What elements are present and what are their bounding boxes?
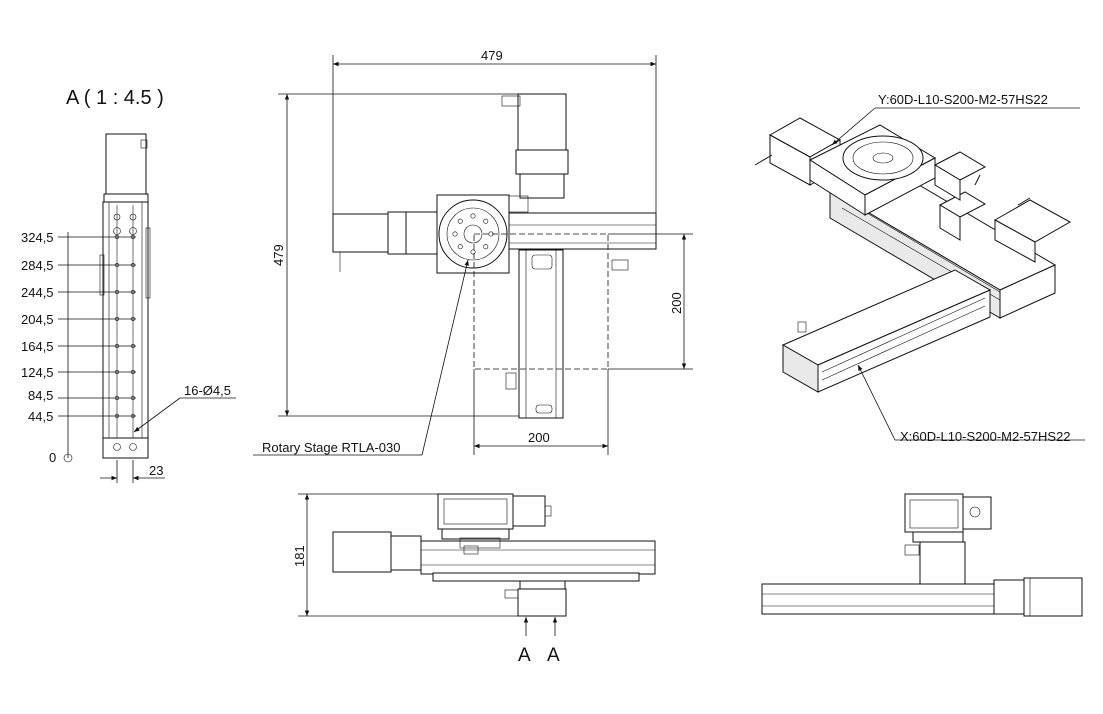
mount-hole xyxy=(114,395,120,401)
mount-hole xyxy=(114,369,120,375)
hole-pos-124: 124,5 xyxy=(21,365,54,380)
hole-pos-284: 284,5 xyxy=(21,258,54,273)
x-stroke-dim: 200 xyxy=(528,430,550,445)
rotary-hole xyxy=(483,244,489,250)
mount-hole xyxy=(130,234,136,240)
rotary-hole xyxy=(457,218,463,224)
mount-hole xyxy=(130,343,136,349)
mount-hole xyxy=(114,262,120,268)
hole-pos-204: 204,5 xyxy=(21,312,54,327)
hole-pos-324: 324,5 xyxy=(21,230,54,245)
y-axis-label: Y:60D-L10-S200-M2-57HS22 xyxy=(878,92,1048,107)
rotary-hole xyxy=(452,231,458,237)
hole-pos-84: 84,5 xyxy=(28,388,53,403)
hole-pos-164: 164,5 xyxy=(21,339,54,354)
y-stroke-dim: 200 xyxy=(669,292,684,314)
mount-hole xyxy=(114,316,120,322)
rotary-hole xyxy=(470,213,476,219)
mount-hole xyxy=(130,369,136,375)
mount-hole xyxy=(130,289,136,295)
overall-height-dim: 479 xyxy=(271,244,286,266)
hole-pos-0: 0 xyxy=(49,450,56,465)
mount-hole xyxy=(130,316,136,322)
mount-hole xyxy=(114,413,120,419)
detail-view-a: A ( 1 : 4.5 ) 324,5 284,5 244,5 204,5 16… xyxy=(21,87,236,483)
side-view xyxy=(761,493,1083,617)
section-mark-a2: A xyxy=(547,645,560,666)
mount-hole xyxy=(114,234,120,240)
overall-width-dim: 479 xyxy=(481,48,503,63)
width-dim-23: 23 xyxy=(149,463,163,478)
height-dim-181: 181 xyxy=(292,545,307,567)
mount-hole xyxy=(130,413,136,419)
front-view: 181 A A xyxy=(292,493,656,666)
rotary-stage-label: Rotary Stage RTLA-030 xyxy=(262,440,401,455)
top-view: 479 479 xyxy=(253,48,693,456)
rotary-hole xyxy=(483,218,489,224)
mount-hole xyxy=(130,395,136,401)
hole-callout: 16-Ø4,5 xyxy=(184,383,231,398)
rotary-hole xyxy=(470,249,476,255)
hole-pos-44: 44,5 xyxy=(28,409,53,424)
iso-view: Y:60D-L10-S200-M2-57HS22 X:60D-L10-S200-… xyxy=(754,92,1085,444)
mount-hole xyxy=(114,343,120,349)
hole-pos-244: 244,5 xyxy=(21,285,54,300)
section-mark-a1: A xyxy=(518,645,531,666)
mount-hole xyxy=(130,262,136,268)
rotary-hole xyxy=(457,244,463,250)
mount-hole xyxy=(114,289,120,295)
x-axis-label: X:60D-L10-S200-M2-57HS22 xyxy=(900,429,1071,444)
detail-title: A ( 1 : 4.5 ) xyxy=(66,87,164,109)
